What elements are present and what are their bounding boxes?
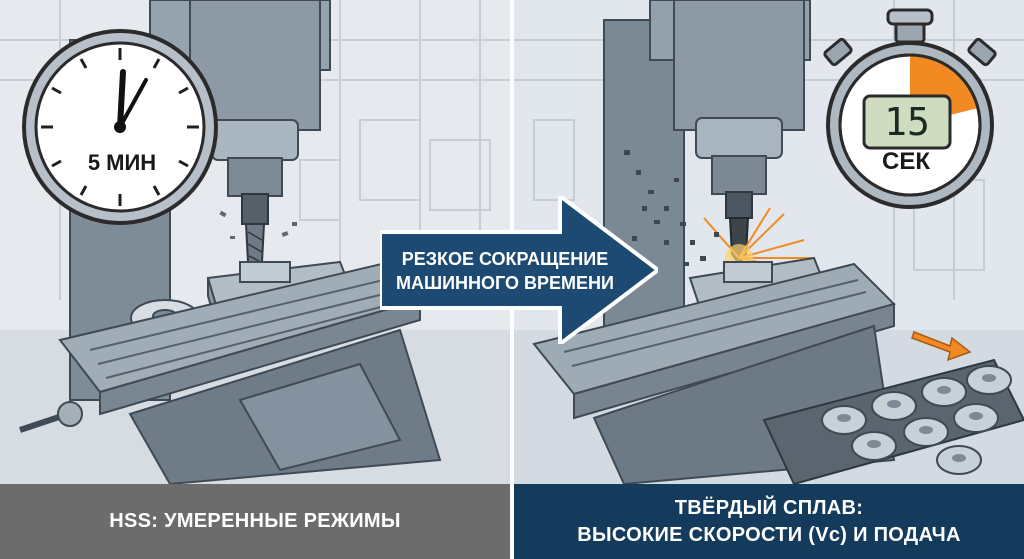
hss-caption: HSS: УМЕРЕННЫЕ РЕЖИМЫ	[0, 484, 510, 559]
carbide-milling-scene	[514, 0, 1024, 484]
stopwatch-unit: СЕК	[882, 148, 930, 175]
carbide-caption-line1: ТВЁРДЫЙ СПЛАВ:	[674, 496, 864, 519]
carbide-caption: ТВЁРДЫЙ СПЛАВ: ВЫСОКИЕ СКОРОСТИ (Vc) И П…	[514, 484, 1024, 559]
clock-time-label: 5 МИН	[87, 150, 157, 175]
stopwatch-number: 15	[884, 100, 930, 144]
finished-parts	[821, 365, 1012, 475]
hss-caption-text: HSS: УМЕРЕННЫЕ РЕЖИМЫ	[109, 510, 401, 532]
analog-clock-icon	[22, 29, 218, 225]
stopwatch-icon	[823, 8, 997, 209]
right-arrow-icon	[380, 196, 658, 344]
banner-line1: РЕЗКОЕ СОКРАЩЕНИЕ	[401, 249, 609, 269]
carbide-caption-line2: ВЫСОКИЕ СКОРОСТИ (Vc) И ПОДАЧА	[577, 523, 961, 546]
banner-line2: МАШИННОГО ВРЕМЕНИ	[396, 273, 614, 293]
carbide-panel: ТВЁРДЫЙ СПЛАВ: ВЫСОКИЕ СКОРОСТИ (Vc) И П…	[514, 0, 1024, 559]
